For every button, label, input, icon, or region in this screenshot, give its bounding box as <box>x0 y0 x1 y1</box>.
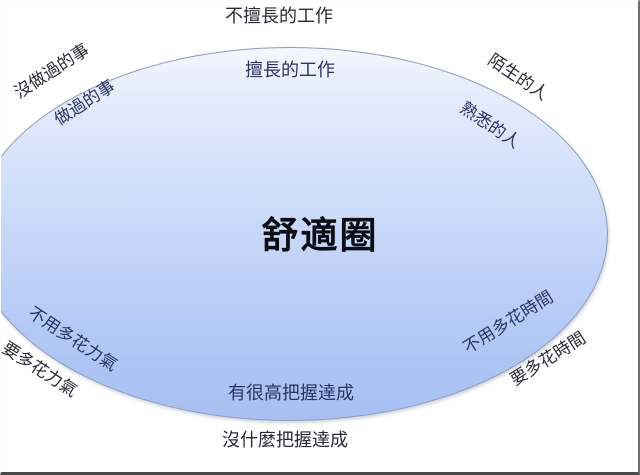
label-bottom-outside: 沒什麼把握達成 <box>222 430 348 451</box>
comfort-zone-ellipse <box>0 47 608 421</box>
label-top-outside: 不擅長的工作 <box>225 6 333 27</box>
label-bottom-inside: 有很高把握達成 <box>228 383 354 404</box>
ellipse-shape <box>0 47 608 421</box>
label-top-inside: 擅長的工作 <box>245 60 335 81</box>
center-title: 舒適圈 <box>261 214 379 257</box>
